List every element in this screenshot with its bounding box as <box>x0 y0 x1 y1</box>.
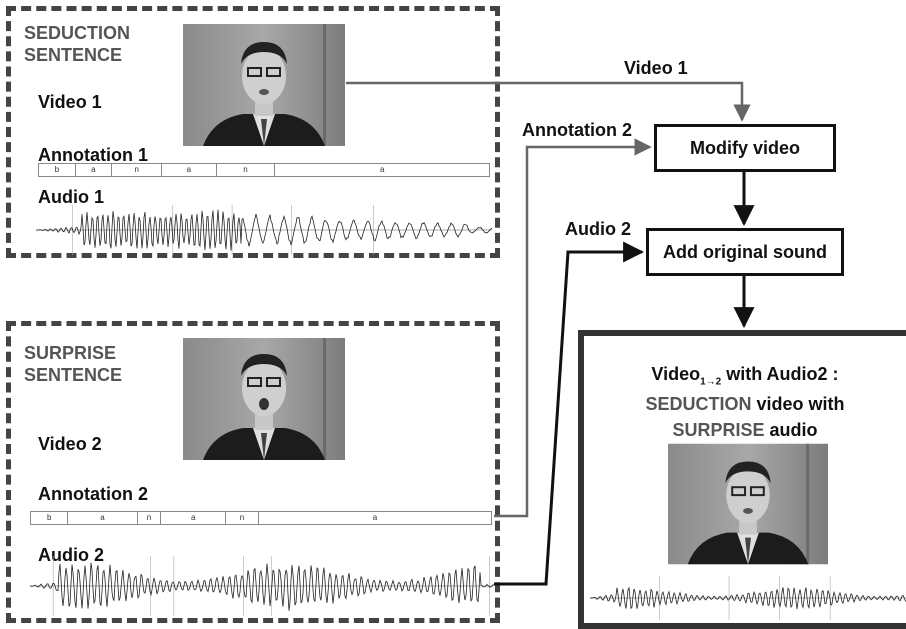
result-keyword-seduction: SEDUCTION <box>645 394 752 414</box>
arrow-label-audio2: Audio 2 <box>565 219 631 239</box>
annotation1-label: Annotation 1 <box>38 145 148 165</box>
result-line3: SURPRISE audio <box>672 420 818 440</box>
video2-frame <box>183 338 345 460</box>
annotation2-segment: b <box>31 512 69 524</box>
modify-video-box: Modify video <box>654 124 836 172</box>
annotation1-track: b a n a n a <box>38 163 490 177</box>
annotation2-segment: a <box>161 512 227 524</box>
annotation1-segment: a <box>76 164 113 176</box>
arrow-label-video1: Video 1 <box>624 58 688 78</box>
result-video-frame <box>668 442 828 566</box>
video1-frame <box>183 24 345 146</box>
annotation2-segment: a <box>372 513 378 522</box>
audio2-waveform <box>30 556 494 616</box>
result-line2: SEDUCTION video with <box>645 394 845 414</box>
video1-label: Video 1 <box>38 92 102 112</box>
annotation2-track: b a n a n a <box>30 511 492 525</box>
annotation2-segment: n <box>226 512 259 524</box>
seduction-panel <box>6 6 500 258</box>
add-original-sound-box: Add original sound <box>646 228 844 276</box>
result-audio-waveform <box>590 576 906 620</box>
annotation1-segment: b <box>39 164 76 176</box>
annotation2-segment: n <box>138 512 162 524</box>
annotation1-segment: n <box>217 164 276 176</box>
seduction-title: SEDUCTION SENTENCE <box>24 23 131 65</box>
annotation2-label: Annotation 2 <box>38 484 148 504</box>
arrow-audio2 <box>494 241 645 586</box>
annotation1-segment: a <box>379 165 385 174</box>
surprise-panel <box>6 321 500 623</box>
audio1-waveform <box>36 205 492 255</box>
audio2-label: Audio 2 <box>38 545 104 565</box>
arrow-label-annotation2: Annotation 2 <box>522 120 632 140</box>
arrow-annotation2 <box>494 138 652 518</box>
result-keyword-surprise: SURPRISE <box>672 420 765 440</box>
annotation1-segment: n <box>112 164 163 176</box>
arrow-video1 <box>346 81 751 122</box>
annotation1-segment: a <box>162 164 217 176</box>
result-panel: Video1→2 with Audio2 : SEDUCTION video w… <box>578 330 906 629</box>
result-line1: Video1→2 with Audio2 : <box>651 364 839 388</box>
audio1-label: Audio 1 <box>38 187 104 207</box>
surprise-title: SURPRISE SENTENCE <box>24 343 123 385</box>
video2-label: Video 2 <box>38 434 102 454</box>
annotation2-segment: a <box>68 512 138 524</box>
